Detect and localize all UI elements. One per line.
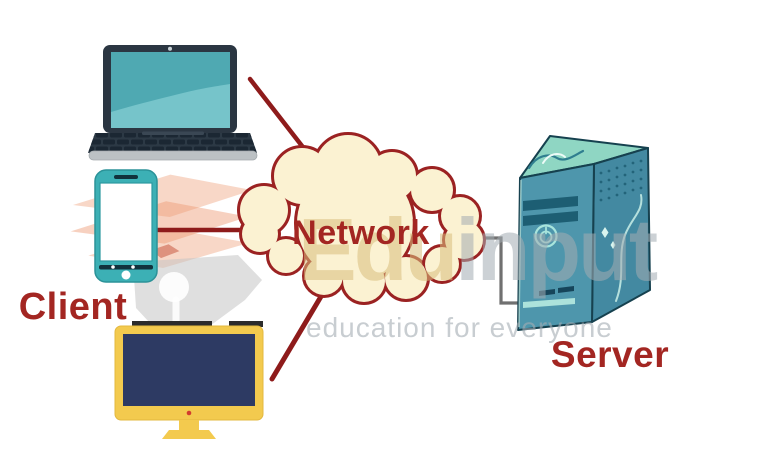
watermark-brand: Eduinput [298,206,658,294]
smartphone-icon [94,169,158,283]
speaker-bar [114,175,138,179]
server-top-squiggle [542,153,566,164]
server-label: Server [550,334,670,375]
laptop-hinge [142,131,204,135]
phone-bar-dot [111,265,115,269]
sparkle-icon-small [610,241,616,249]
watermark-brand-input: input [455,200,658,299]
client-label: Client [18,286,128,328]
line-monitor-cloud [269,280,332,382]
power-button [534,224,558,248]
server-edge-highlight [518,179,522,328]
cable-cloud-server [481,236,519,305]
phone-bar-dot2 [131,265,135,269]
power-led [186,410,192,416]
laptop-keys [88,133,257,153]
laptop-base [88,150,258,161]
phone-screen [99,182,153,262]
monitor-top-bar2 [229,321,263,327]
watermark-tagline: education for everyone [306,312,613,343]
sparkle-icon [601,227,609,238]
webcam-dot [168,46,172,51]
laptop-screen-highlight [111,84,230,128]
server-tower-icon [517,135,651,331]
monitor-top-bar [132,321,212,327]
vent-dots [599,159,643,202]
monitor-stand-neck [179,420,199,432]
network-label: Network [292,214,430,252]
drive-bays [523,286,575,308]
phone-bottom-bar [99,265,153,270]
side-squiggle [615,194,643,302]
laptop-icon [88,45,258,161]
server-top-wave [527,149,585,170]
drive-slots [523,196,578,226]
watermark-brand-edu: Edu [298,200,458,299]
home-button [121,270,131,280]
monitor-stand-base [162,430,216,439]
monitor-screen [123,334,255,406]
monitor-icon [114,321,264,439]
